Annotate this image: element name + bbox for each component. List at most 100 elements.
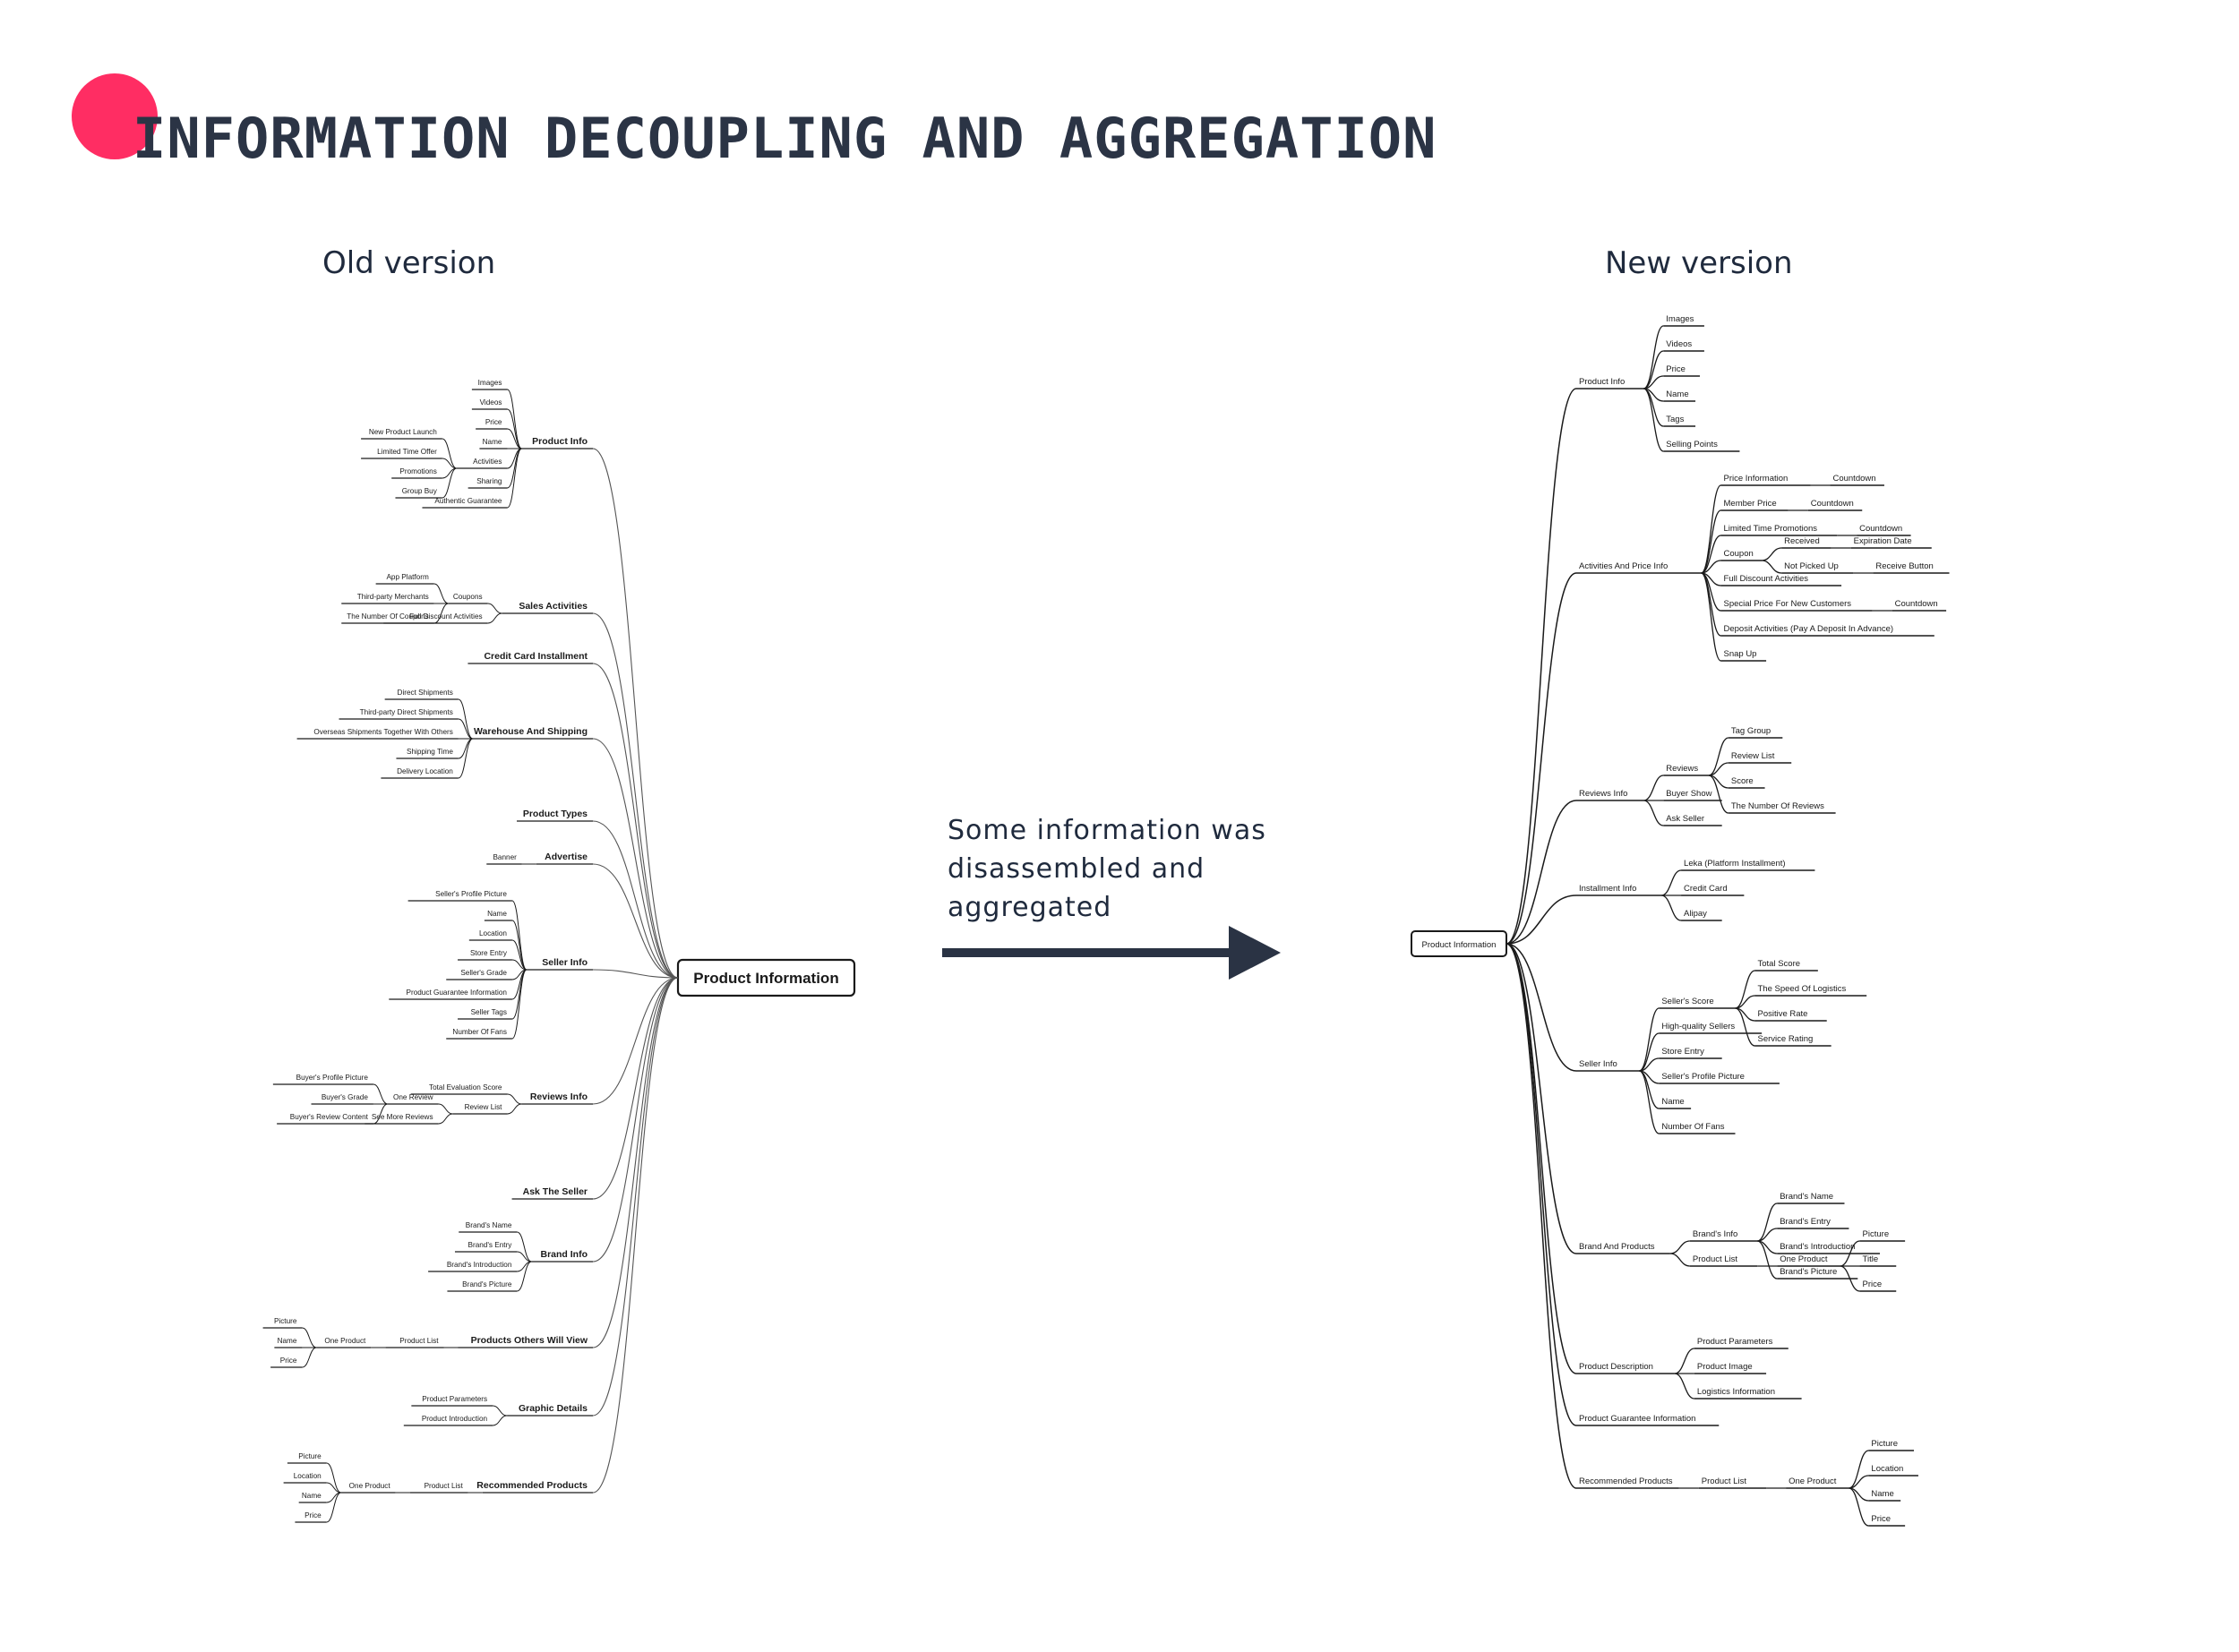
- caption-line: Some information was: [948, 815, 1266, 846]
- node-sales-activities: Sales Activities: [519, 601, 588, 612]
- node-product-image: Product Image: [1697, 1362, 1753, 1372]
- node-countdown: Countdown: [1811, 499, 1854, 509]
- node-location: Location: [479, 929, 507, 937]
- node-graphic-details: Graphic Details: [519, 1403, 588, 1414]
- node-score: Score: [1731, 776, 1754, 786]
- node-promotions: Promotions: [399, 467, 436, 475]
- node-number-of-fans: Number Of Fans: [452, 1028, 507, 1036]
- node-the-number-of-coupons: The Number Of Coupons: [347, 612, 428, 621]
- node-seller-s-profile-picture: Seller's Profile Picture: [1661, 1072, 1745, 1082]
- node-brand-info: Brand Info: [541, 1249, 588, 1260]
- node-price: Price: [1871, 1514, 1891, 1524]
- node-full-discount-activities: Full Discount Activities: [1724, 574, 1809, 584]
- node-received: Received: [1784, 536, 1820, 546]
- node-countdown: Countdown: [1895, 599, 1938, 609]
- node-brand-s-info: Brand's Info: [1693, 1229, 1737, 1239]
- node-ask-the-seller: Ask The Seller: [523, 1186, 588, 1197]
- node-one-product: One Product: [1780, 1254, 1828, 1264]
- node-deposit-activities-pay-a-deposit-in-advance: Deposit Activities (Pay A Deposit In Adv…: [1724, 624, 1894, 634]
- node-product-types: Product Types: [523, 809, 588, 819]
- node-product-list: Product List: [399, 1337, 439, 1345]
- node-seller-s-score: Seller's Score: [1661, 997, 1713, 1006]
- node-one-product: One Product: [1789, 1477, 1837, 1486]
- node-buyer-s-profile-picture: Buyer's Profile Picture: [296, 1074, 369, 1082]
- node-product-list: Product List: [1702, 1477, 1747, 1486]
- node-not-picked-up: Not Picked Up: [1784, 561, 1839, 571]
- node-picture: Picture: [274, 1317, 297, 1325]
- node-third-party-merchants: Third-party Merchants: [357, 593, 429, 601]
- node-selling-points: Selling Points: [1666, 440, 1718, 449]
- node-brand-s-entry: Brand's Entry: [1780, 1217, 1831, 1227]
- arrow-head: [1229, 926, 1281, 980]
- node-coupons: Coupons: [453, 593, 483, 601]
- node-reviews-info: Reviews Info: [530, 1091, 588, 1102]
- node-title: Title: [1863, 1254, 1879, 1264]
- page-title: INFORMATION DECOUPLING AND AGGREGATION: [133, 106, 1437, 171]
- node-product-guarantee-information: Product Guarantee Information: [1579, 1414, 1695, 1424]
- root-node-label: Product Information: [693, 970, 838, 987]
- node-name: Name: [1661, 1097, 1684, 1107]
- node-member-price: Member Price: [1724, 499, 1777, 509]
- node-product-introduction: Product Introduction: [422, 1415, 488, 1423]
- node-products-others-will-view: Products Others Will View: [471, 1335, 588, 1346]
- node-name: Name: [1871, 1489, 1893, 1499]
- node-seller-info: Seller Info: [542, 957, 588, 968]
- node-seller-tags: Seller Tags: [471, 1008, 507, 1016]
- node-buyer-s-grade: Buyer's Grade: [322, 1093, 369, 1101]
- node-recommended-products: Recommended Products: [1579, 1477, 1673, 1486]
- root-node-label: Product Information: [1422, 940, 1497, 950]
- node-reviews: Reviews: [1666, 764, 1698, 774]
- node-brand-s-picture: Brand's Picture: [462, 1280, 512, 1288]
- node-product-list: Product List: [425, 1482, 464, 1490]
- node-one-review: One Review: [393, 1093, 433, 1101]
- node-see-more-reviews: See More Reviews: [372, 1113, 433, 1121]
- node-price: Price: [1863, 1280, 1883, 1289]
- node-name: Name: [483, 438, 502, 446]
- node-name: Name: [1666, 389, 1688, 399]
- node-snap-up: Snap Up: [1724, 649, 1757, 659]
- node-review-list: Review List: [465, 1103, 503, 1111]
- node-brand-and-products: Brand And Products: [1579, 1242, 1655, 1252]
- node-banner: Banner: [493, 853, 517, 861]
- node-one-product: One Product: [324, 1337, 366, 1345]
- node-product-parameters: Product Parameters: [422, 1395, 487, 1403]
- node-product-info: Product Info: [1579, 377, 1625, 387]
- node-brand-s-entry: Brand's Entry: [468, 1241, 513, 1249]
- node-recommended-products: Recommended Products: [476, 1480, 588, 1491]
- node-delivery-location: Delivery Location: [397, 767, 453, 775]
- node-ask-seller: Ask Seller: [1666, 814, 1704, 824]
- node-seller-s-grade: Seller's Grade: [460, 969, 507, 977]
- node-tag-group: Tag Group: [1731, 726, 1771, 736]
- node-picture: Picture: [1863, 1229, 1890, 1239]
- node-buyer-s-review-content: Buyer's Review Content: [290, 1113, 369, 1121]
- arrow-shaft: [942, 948, 1238, 957]
- node-positive-rate: Positive Rate: [1758, 1009, 1808, 1019]
- node-price: Price: [280, 1357, 297, 1365]
- node-warehouse-and-shipping: Warehouse And Shipping: [474, 726, 588, 737]
- node-expiration-date: Expiration Date: [1854, 536, 1912, 546]
- node-new-product-launch: New Product Launch: [369, 428, 437, 436]
- node-picture: Picture: [1871, 1439, 1898, 1449]
- node-price-information: Price Information: [1724, 474, 1789, 484]
- node-the-number-of-reviews: The Number Of Reviews: [1731, 801, 1824, 811]
- node-limited-time-promotions: Limited Time Promotions: [1724, 524, 1818, 534]
- node-advertise: Advertise: [545, 852, 588, 862]
- node-coupon: Coupon: [1724, 549, 1754, 559]
- node-price: Price: [485, 418, 502, 426]
- node-shipping-time: Shipping Time: [407, 748, 453, 756]
- node-activities-and-price-info: Activities And Price Info: [1579, 561, 1668, 571]
- node-store-entry: Store Entry: [470, 949, 508, 957]
- node-one-product: One Product: [349, 1482, 391, 1490]
- node-brand-s-picture: Brand's Picture: [1780, 1267, 1837, 1277]
- node-tags: Tags: [1666, 415, 1684, 424]
- node-limited-time-offer: Limited Time Offer: [377, 448, 437, 456]
- node-number-of-fans: Number Of Fans: [1661, 1122, 1724, 1132]
- node-overseas-shipments-together-with-others: Overseas Shipments Together With Others: [313, 728, 452, 736]
- node-name: Name: [302, 1492, 322, 1500]
- node-price: Price: [1666, 364, 1686, 374]
- node-direct-shipments: Direct Shipments: [398, 689, 453, 697]
- node-reviews-info: Reviews Info: [1579, 789, 1627, 799]
- node-group-buy: Group Buy: [402, 487, 438, 495]
